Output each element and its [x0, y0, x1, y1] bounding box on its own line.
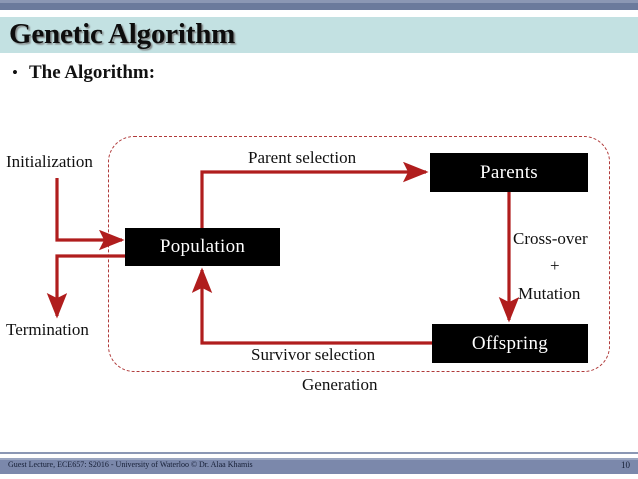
- bullet-marker-icon: •: [12, 63, 18, 82]
- bullet-row: • The Algorithm:: [12, 62, 155, 84]
- label-survivor-selection: Survivor selection: [251, 345, 376, 364]
- label-parent-selection: Parent selection: [248, 148, 357, 167]
- node-offspring: Offspring: [432, 324, 588, 363]
- title-band: [0, 17, 638, 53]
- node-parents: Parents: [430, 153, 588, 192]
- node-population: Population: [125, 228, 280, 266]
- top-accent-strip: [0, 0, 638, 10]
- footer-bottom-spacer: [0, 474, 638, 479]
- top-accent-strip-highlight: [0, 0, 638, 3]
- label-crossover: Cross-over: [513, 229, 588, 248]
- page-title: Genetic Algorithm: [9, 18, 236, 50]
- footer-divider: [0, 452, 638, 454]
- bullet-label: The Algorithm:: [28, 62, 156, 83]
- label-generation: Generation: [302, 375, 378, 394]
- label-termination: Termination: [6, 320, 89, 339]
- label-mutation: Mutation: [518, 284, 581, 303]
- footer-page-number: 10: [621, 460, 630, 470]
- generation-cycle-boundary: [108, 136, 610, 372]
- genetic-algorithm-diagram: Population Parents Offspring Initializat…: [6, 136, 610, 394]
- label-initialization: Initialization: [6, 152, 93, 171]
- footer-credit: Guest Lecture, ECE657: S2016 - Universit…: [8, 460, 253, 469]
- footer-band: [0, 458, 638, 474]
- top-gap: [0, 10, 638, 17]
- label-plus-operator: +: [550, 256, 560, 275]
- footer-band-highlight: [0, 458, 638, 460]
